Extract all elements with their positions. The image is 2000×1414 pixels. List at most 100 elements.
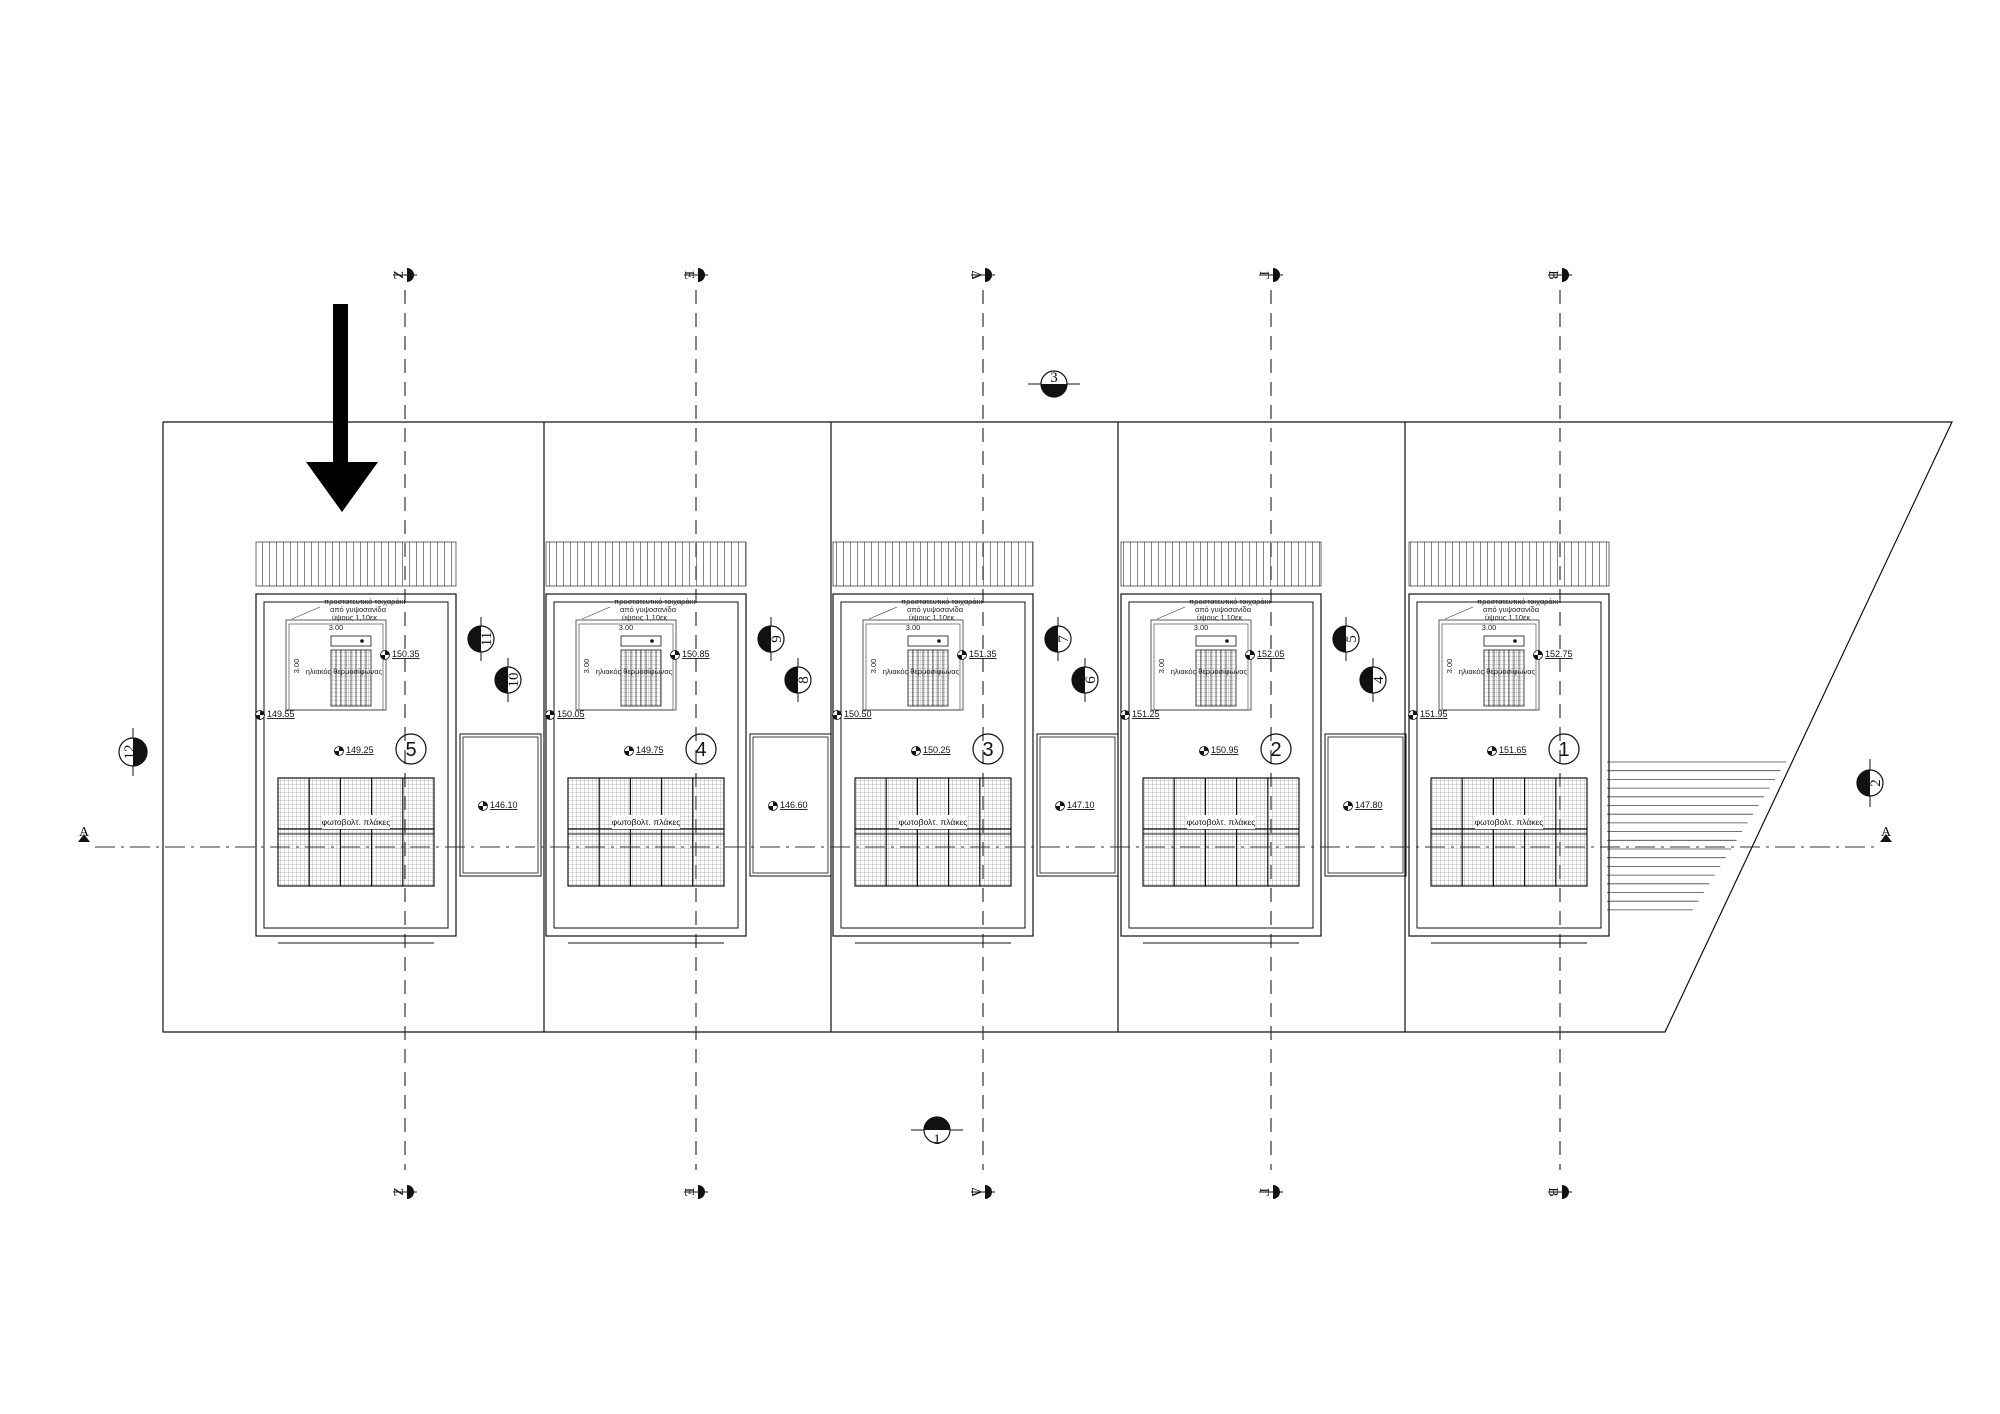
heater-label: ηλιακός θερμοσίφωνας	[306, 667, 383, 676]
protective-wall-label: προστατευτικό τοιχαράκι	[901, 597, 983, 606]
unit-number-badge	[1548, 733, 1580, 765]
roof-level: 150.95	[1199, 745, 1239, 756]
parapet	[263, 601, 449, 929]
protective-wall-label: προστατευτικό τοιχαράκι	[1477, 597, 1559, 606]
grid-axis: ΓΓ	[1256, 268, 1283, 1199]
railing	[1120, 541, 1322, 587]
dimension-height: 3.00	[1445, 659, 1454, 674]
view-marker-b: 6	[1071, 658, 1099, 702]
courtyard-level: 147.10	[1055, 800, 1095, 811]
unit-number: 3	[982, 739, 993, 761]
level-value: 147.80	[1355, 800, 1383, 810]
level-value: 150.25	[923, 745, 951, 755]
roof-outline	[255, 593, 457, 937]
axis-label: Z	[390, 271, 405, 280]
view-number: 11	[479, 632, 495, 646]
view-marker-right: 2	[1856, 759, 1884, 807]
view-marker-a: 5	[1332, 617, 1360, 661]
roof-level: 151.65	[1487, 745, 1527, 756]
view-number-bottom: 1	[933, 1132, 941, 1148]
pv-panels	[1142, 777, 1300, 887]
corner-level: 151.25	[1120, 709, 1160, 720]
grid-axis: EE	[681, 268, 708, 1199]
view-number: 10	[506, 673, 522, 688]
level-value: 150.05	[557, 709, 585, 719]
level-value: 150.85	[682, 649, 710, 659]
level-value: 151.95	[1420, 709, 1448, 719]
axis-marker-icon	[698, 1185, 705, 1199]
level-value: 146.60	[780, 800, 808, 810]
pv-panels-label: φωτοβολτ. πλάκες	[322, 817, 391, 827]
protective-wall-label-3: ύψους 1,10εκ	[1197, 613, 1242, 622]
pv-panels-label: φωτοβολτ. πλάκες	[1187, 817, 1256, 827]
level-value: 152.75	[1545, 649, 1573, 659]
grid-axis: ΔΔ	[968, 268, 995, 1199]
level-value: 147.10	[1067, 800, 1095, 810]
roof-outline	[832, 593, 1034, 937]
level-value: 149.25	[346, 745, 374, 755]
pv-panels	[1430, 777, 1588, 887]
unit-number: 2	[1270, 739, 1281, 761]
protective-wall-label-3: ύψους 1,10εκ	[332, 613, 377, 622]
axis-marker-icon	[407, 268, 414, 282]
unit-number-badge	[972, 733, 1004, 765]
axis-marker-icon	[1273, 1185, 1280, 1199]
heater-tank	[330, 635, 372, 647]
level-value: 150.35	[392, 649, 420, 659]
roof-outline	[1120, 593, 1322, 937]
protective-wall-label-2: από γυψοσανίδα	[1195, 605, 1252, 614]
unit-number-badge	[395, 733, 427, 765]
heater-tank	[1195, 635, 1237, 647]
heater-label: ηλιακός θερμοσίφωνας	[1171, 667, 1248, 676]
dimension-width: 3.00	[329, 623, 344, 632]
heater-label: ηλιακός θερμοσίφωνας	[1459, 667, 1536, 676]
courtyard-gap	[1036, 733, 1119, 877]
axis-marker-icon	[985, 268, 992, 282]
view-number: 8	[796, 676, 812, 684]
unit-number-badge	[685, 733, 717, 765]
section-label-right: A	[1881, 825, 1892, 840]
dimension-height: 3.00	[1157, 659, 1166, 674]
dimension-width: 3.00	[1482, 623, 1497, 632]
view-number: 6	[1083, 676, 1099, 684]
parapet	[1128, 601, 1314, 929]
site-boundary	[162, 421, 1953, 1033]
courtyard-level: 146.10	[478, 800, 518, 811]
roof-outline	[1408, 593, 1610, 937]
pv-panels	[854, 777, 1012, 887]
axis-label: E	[681, 1188, 696, 1197]
axis-label: Δ	[968, 1187, 983, 1196]
pv-panels-label: φωτοβολτ. πλάκες	[1475, 817, 1544, 827]
corner-level: 151.95	[1408, 709, 1448, 720]
section-line-a: A A	[78, 825, 1892, 848]
unit-number-badge	[1260, 733, 1292, 765]
axis-label: Γ	[1256, 271, 1271, 279]
roof-level: 149.25	[334, 745, 374, 756]
courtyard-gap	[749, 733, 832, 877]
axis-label: Δ	[968, 270, 983, 279]
unit-number: 5	[405, 739, 416, 761]
view-marker-a: 9	[757, 617, 785, 661]
protective-wall-label-3: ύψους 1,10εκ	[622, 613, 667, 622]
level-value: 151.25	[1132, 709, 1160, 719]
railing	[255, 541, 457, 587]
heater-label: ηλιακός θερμοσίφωνας	[596, 667, 673, 676]
heater-tank	[1483, 635, 1525, 647]
dimension-width: 3.00	[1194, 623, 1209, 632]
roof-level: 150.25	[911, 745, 951, 756]
pv-panels-label: φωτοβολτ. πλάκες	[899, 817, 968, 827]
view-number-left: 12	[122, 745, 138, 760]
dimension-height: 3.00	[582, 659, 591, 674]
level-value: 150.95	[1211, 745, 1239, 755]
view-marker-b: 8	[784, 658, 812, 702]
view-marker-left: 12	[118, 728, 148, 776]
protective-wall-label-3: ύψους 1,10εκ	[1485, 613, 1530, 622]
collector-level: 150.35	[380, 649, 420, 660]
